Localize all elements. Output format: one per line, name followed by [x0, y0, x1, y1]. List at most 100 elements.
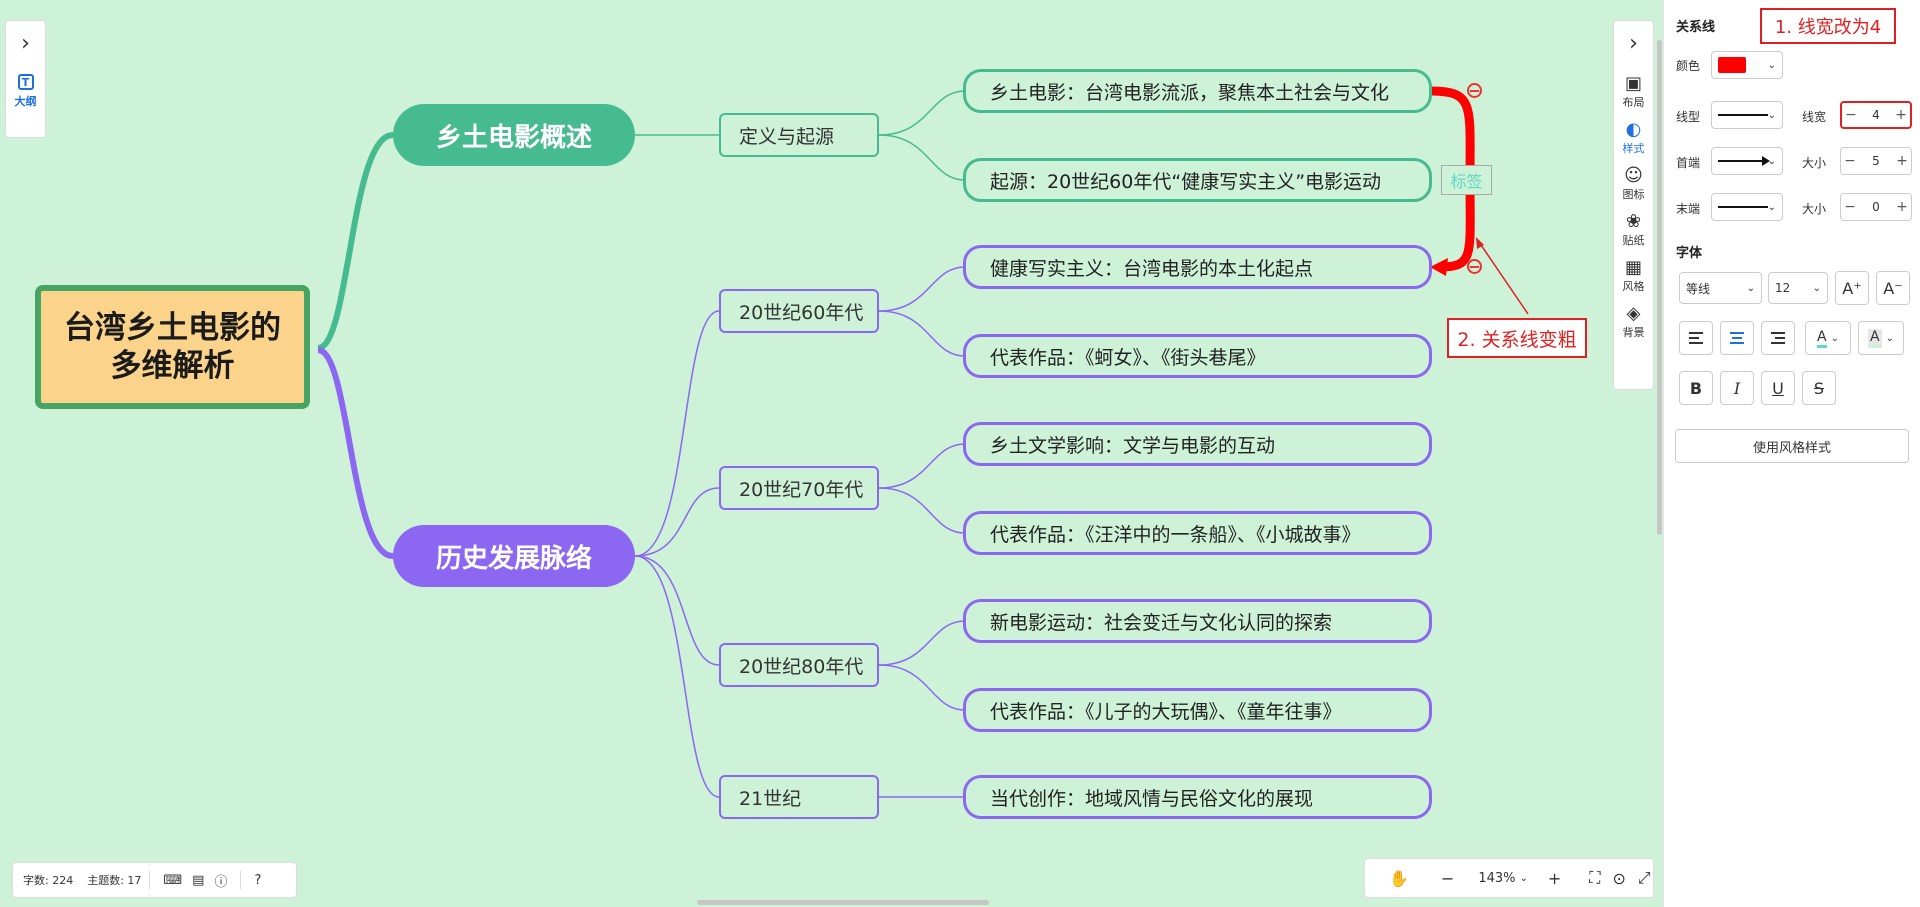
chevron-down-icon: ⌄	[1767, 201, 1776, 213]
leaf-topic[interactable]: 起源：20世纪60年代“健康写实主义”电影运动	[963, 158, 1432, 202]
expand-chevron-icon[interactable]: ›	[21, 31, 30, 56]
fit-screen-icon[interactable]: ⛶	[1589, 868, 1601, 887]
align-center-button[interactable]	[1720, 321, 1754, 355]
highlight-icon: A	[1868, 328, 1882, 348]
increment-button[interactable]: +	[1896, 153, 1908, 169]
strikethrough-icon: S	[1813, 378, 1825, 398]
outline-label[interactable]: 大纲	[14, 95, 37, 108]
subtopic-21st-century[interactable]: 21世纪	[719, 775, 879, 819]
relation-control-point[interactable]	[1467, 259, 1482, 274]
italic-button[interactable]: I	[1720, 371, 1754, 405]
chevron-down-icon: ⌄	[1767, 155, 1776, 167]
annotation-note: 1. 线宽改为4	[1760, 8, 1896, 44]
zoom-out-icon[interactable]: −	[1440, 868, 1455, 888]
horizontal-scrollbar[interactable]	[697, 900, 989, 905]
decrement-button[interactable]: −	[1844, 199, 1856, 215]
leaf-topic[interactable]: 乡土文学影响：文学与电影的互动	[963, 422, 1432, 466]
word-count: 字数: 224	[23, 874, 74, 887]
zoom-in-icon[interactable]: +	[1547, 868, 1562, 888]
root-link-purple	[317, 347, 394, 559]
strikethrough-button[interactable]: S	[1802, 371, 1836, 405]
relation-label[interactable]: 标签	[1441, 165, 1492, 195]
bold-button[interactable]: B	[1679, 371, 1713, 405]
line-type-select[interactable]: ⌄	[1711, 101, 1783, 129]
font-family-select[interactable]: 等线 ⌄	[1679, 272, 1762, 304]
leaf-topic[interactable]: 乡土电影：台湾电影流派，聚焦本土社会与文化	[963, 69, 1432, 113]
line-width-label: 线宽	[1802, 110, 1827, 124]
toolbar-sticker[interactable]: ❀ 贴纸	[1622, 211, 1645, 248]
align-left-icon	[1689, 332, 1703, 344]
font-decrease-icon: A⁻	[1883, 278, 1903, 298]
chevron-down-icon: ⌄	[1767, 59, 1776, 71]
info-icon[interactable]: ⓘ	[214, 874, 228, 890]
align-right-button[interactable]	[1761, 321, 1795, 355]
topic-count: 主题数: 17	[87, 874, 142, 887]
right-toolbar: › ▣ 布局 ◐ 样式 ☺ 图标 ❀ 贴纸 ▦ 风格 ◈ 背景	[1613, 20, 1654, 390]
decrement-button[interactable]: −	[1845, 107, 1857, 123]
subtopic-definition[interactable]: 定义与起源	[719, 113, 879, 157]
chevron-down-icon[interactable]: ⌄	[1519, 872, 1528, 884]
layers-icon: ◈	[1626, 303, 1641, 324]
font-color-button[interactable]: A ⌄	[1805, 321, 1851, 355]
start-size-stepper[interactable]: − 5 +	[1840, 147, 1912, 175]
main-topic-overview[interactable]: 乡土电影概述	[393, 104, 635, 166]
font-size-select[interactable]: 12 ⌄	[1768, 272, 1828, 304]
palette-icon: ◐	[1625, 119, 1642, 140]
relation-arrowhead	[1430, 258, 1448, 276]
locate-icon[interactable]: ⊙	[1612, 868, 1626, 888]
end-arrow-select[interactable]: ⌄	[1711, 193, 1783, 221]
line-width-stepper[interactable]: − 4 +	[1840, 101, 1912, 129]
subtopic-1960s[interactable]: 20世纪60年代	[719, 289, 879, 333]
leaf-topic[interactable]: 代表作品：《汪洋中的一条船》、《小城故事》	[963, 511, 1432, 555]
end-size-stepper[interactable]: − 0 +	[1840, 193, 1912, 221]
mindmap-canvas[interactable]: 台湾乡土电影的多维解析 乡土电影概述 历史发展脉络 定义与起源 20世纪60年代…	[0, 0, 1663, 907]
keyboard-icon[interactable]: ⌨	[163, 872, 183, 888]
zoom-bar: ✋ − 143% ⌄ + ⛶ ⊙ ⤢	[1364, 858, 1654, 898]
start-arrow-select[interactable]: ⌄	[1711, 147, 1783, 175]
chevron-down-icon: ⌄	[1830, 332, 1839, 344]
toolbar-icons[interactable]: ☺ 图标	[1622, 165, 1645, 202]
color-swatch	[1718, 57, 1746, 73]
font-decrease-button[interactable]: A⁻	[1876, 271, 1910, 305]
chevron-down-icon: ⌄	[1812, 282, 1821, 294]
chevron-down-icon: ⌄	[1767, 109, 1776, 121]
root-link-green	[316, 132, 394, 351]
font-increase-button[interactable]: A⁺	[1835, 271, 1869, 305]
fullscreen-icon[interactable]: ⤢	[1637, 868, 1651, 887]
leaf-topic[interactable]: 健康写实主义：台湾电影的本土化起点	[963, 245, 1432, 289]
subtopic-1970s[interactable]: 20世纪70年代	[719, 466, 879, 510]
leaf-topic[interactable]: 新电影运动：社会变迁与文化认同的探索	[963, 599, 1432, 643]
line-type-label: 线型	[1676, 110, 1701, 124]
increment-button[interactable]: +	[1896, 199, 1908, 215]
smiley-icon: ☺	[1624, 165, 1643, 186]
start-size-label: 大小	[1802, 156, 1827, 170]
leaf-topic[interactable]: 代表作品：《蚵女》、《街头巷尾》	[963, 334, 1432, 378]
minimap-icon[interactable]: ▤	[192, 872, 205, 888]
hand-icon[interactable]: ✋	[1389, 868, 1409, 888]
increment-button[interactable]: +	[1895, 107, 1907, 123]
toolbar-style[interactable]: ◐ 样式	[1622, 119, 1645, 156]
relation-control-point[interactable]	[1467, 83, 1482, 98]
zoom-level[interactable]: 143%	[1478, 870, 1516, 886]
toolbar-background[interactable]: ◈ 背景	[1622, 303, 1645, 340]
leaf-topic[interactable]: 代表作品：《儿子的大玩偶》、《童年往事》	[963, 688, 1432, 732]
align-right-icon	[1771, 332, 1785, 344]
vertical-scrollbar[interactable]	[1657, 40, 1662, 535]
apply-style-button[interactable]: 使用风格样式	[1675, 429, 1909, 463]
collapse-chevron-icon[interactable]: ›	[1629, 31, 1638, 56]
help-icon[interactable]: ?	[254, 872, 262, 888]
underline-button[interactable]: U	[1761, 371, 1795, 405]
toolbar-theme[interactable]: ▦ 风格	[1622, 257, 1645, 294]
subtopic-1980s[interactable]: 20世纪80年代	[719, 643, 879, 687]
decrement-button[interactable]: −	[1844, 153, 1856, 169]
align-left-button[interactable]	[1679, 321, 1713, 355]
color-picker[interactable]: ⌄	[1711, 51, 1783, 79]
main-topic-history[interactable]: 历史发展脉络	[393, 525, 635, 587]
root-topic[interactable]: 台湾乡土电影的多维解析	[35, 285, 310, 409]
sticker-icon: ❀	[1625, 211, 1642, 232]
left-toolbar: › T 大纲	[5, 20, 46, 138]
outline-icon[interactable]: T	[17, 74, 34, 90]
leaf-topic[interactable]: 当代创作：地域风情与民俗文化的展现	[963, 775, 1432, 819]
highlight-color-button[interactable]: A ⌄	[1858, 321, 1904, 355]
toolbar-layout[interactable]: ▣ 布局	[1622, 73, 1645, 110]
